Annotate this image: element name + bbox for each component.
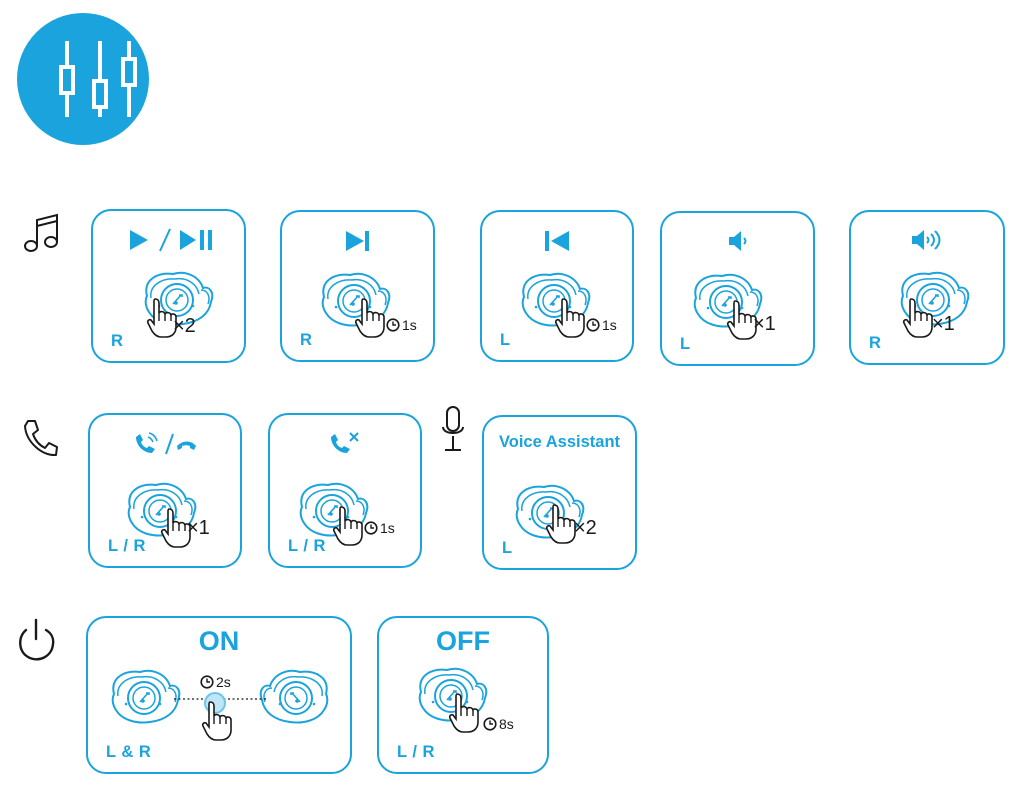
finger-tap-icon bbox=[545, 504, 576, 544]
earbud-side-label: L / R bbox=[288, 537, 326, 555]
power-off-title: OFF bbox=[436, 626, 490, 656]
voice-assistant-title: Voice Assistant bbox=[498, 433, 621, 451]
earbud-side-label: R bbox=[869, 334, 882, 352]
hold-duration-text: 2s bbox=[216, 674, 231, 690]
tap-count: ×1 bbox=[187, 517, 210, 539]
answer-hang-up-card: ×1 L / R bbox=[88, 413, 242, 568]
previous-track-card: 1s L bbox=[480, 210, 634, 362]
clock-icon bbox=[364, 521, 378, 535]
finger-tap-icon bbox=[902, 298, 933, 338]
power-off-card: OFF 8s L / R bbox=[377, 616, 549, 774]
clock-icon bbox=[386, 318, 400, 332]
clock-icon bbox=[483, 717, 497, 731]
earbud-side-label: L / R bbox=[397, 743, 435, 761]
volume-down-icon bbox=[662, 229, 813, 257]
tap-count: ×2 bbox=[173, 315, 196, 337]
clock-icon bbox=[586, 318, 600, 332]
power-on-title: ON bbox=[198, 626, 240, 656]
voice-assistant-card: Voice Assistant ×2 L bbox=[482, 415, 637, 570]
finger-hold-icon bbox=[448, 693, 479, 733]
microphone-icon bbox=[442, 406, 464, 451]
connector-dots bbox=[174, 698, 268, 700]
tap-count: ×1 bbox=[753, 313, 776, 335]
hold-duration-text: 1s bbox=[602, 317, 617, 333]
music-note-icon bbox=[24, 213, 58, 252]
equalizer-sliders-icon bbox=[17, 13, 149, 145]
earbud-side-label: L bbox=[500, 331, 511, 349]
hold-duration-text: 1s bbox=[380, 520, 395, 536]
earbud-side-label: R bbox=[300, 331, 313, 349]
play-pause-icon bbox=[93, 227, 244, 257]
clock-icon bbox=[200, 675, 214, 689]
volume-up-icon bbox=[851, 228, 1003, 256]
phone-icon bbox=[24, 420, 58, 457]
earbud-left bbox=[111, 669, 181, 724]
finger-hold-icon bbox=[332, 506, 363, 546]
earbud-side-label: L & R bbox=[106, 743, 152, 761]
hold-duration: 8s bbox=[483, 716, 514, 732]
power-icon bbox=[19, 618, 55, 661]
tap-count: ×1 bbox=[932, 313, 955, 335]
earbud-side-label: L / R bbox=[108, 537, 146, 555]
earbud-right bbox=[259, 669, 329, 724]
reject-call-card: 1s L / R bbox=[268, 413, 422, 568]
volume-up-card: ×1 R bbox=[849, 210, 1005, 365]
hold-duration: 2s bbox=[200, 674, 231, 690]
earbud-side-label: L bbox=[680, 335, 691, 353]
reject-call-icon bbox=[270, 431, 420, 463]
finger-hold-icon bbox=[354, 298, 385, 338]
answer-hang-up-icon bbox=[90, 431, 240, 463]
hold-duration: 1s bbox=[364, 520, 395, 536]
hold-duration: 1s bbox=[586, 317, 617, 333]
finger-hold-icon bbox=[554, 298, 585, 338]
next-track-card: 1s R bbox=[280, 210, 435, 362]
previous-track-icon bbox=[482, 228, 632, 258]
hold-duration-text: 1s bbox=[402, 317, 417, 333]
hold-duration-text: 8s bbox=[499, 716, 514, 732]
next-track-icon bbox=[282, 228, 433, 258]
power-on-card: ON 2s L & R bbox=[86, 616, 352, 774]
hold-duration: 1s bbox=[386, 317, 417, 333]
volume-down-card: ×1 L bbox=[660, 211, 815, 366]
earbud-side-label: L bbox=[502, 539, 513, 557]
earbud-side-label: R bbox=[111, 332, 124, 350]
finger-hold-icon bbox=[201, 701, 232, 741]
play-pause-card: ×2 R bbox=[91, 209, 246, 363]
tap-count: ×2 bbox=[574, 517, 597, 539]
